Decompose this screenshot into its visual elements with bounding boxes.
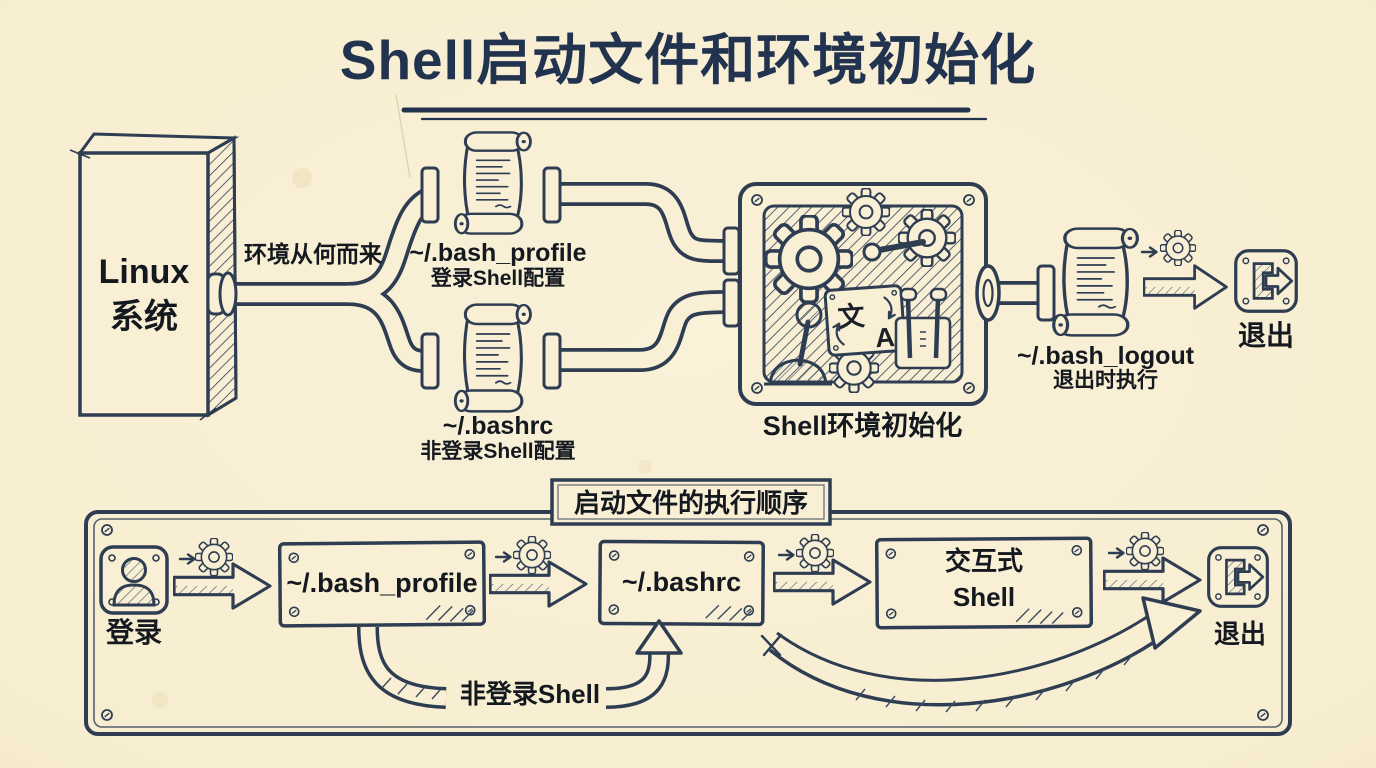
step3-label-line1: 交互式 [944, 546, 1023, 576]
bypass-path [357, 619, 683, 709]
joystick-icon [764, 301, 832, 386]
step-box-interactive-shell [874, 536, 1094, 630]
panel-title: 启动文件的执行顺序 [573, 488, 808, 518]
box-nozzle [206, 271, 238, 317]
step-box-bash-profile [277, 540, 487, 628]
translate-icon: 文 A [823, 284, 907, 357]
skip-arrow [760, 596, 1202, 713]
bash-profile-file-label: ~/.bash_profile [409, 239, 587, 267]
gear-icon [842, 188, 890, 236]
step1-label: ~/.bash_profile [286, 568, 478, 598]
flow-arrow [1103, 556, 1202, 604]
gear-icon [1126, 532, 1164, 570]
pipe-source-label: 环境从何而来 [244, 241, 382, 267]
linux-label-line2: 系统 [110, 297, 178, 336]
panel-title-box [550, 478, 832, 526]
bash-profile-desc-label: 登录Shell配置 [430, 267, 566, 290]
scroll-icon-bash-logout [1052, 226, 1140, 338]
login-label: 登录 [105, 617, 162, 648]
screw-icon [1257, 709, 1269, 721]
flow-arrow [489, 560, 588, 608]
shell-init-machine: 文 A [738, 182, 1001, 406]
gear-icon [1160, 230, 1196, 266]
arrow-icon [777, 549, 795, 561]
exit-bottom-label: 退出 [1213, 619, 1266, 649]
svg-text:文: 文 [837, 300, 867, 333]
svg-text:A: A [874, 322, 896, 353]
machine-label: Shell环境初始化 [762, 411, 963, 441]
screw-icon [963, 382, 975, 394]
page-title: Shell启动文件和环境初始化 [339, 29, 1037, 91]
gear-icon [513, 536, 551, 574]
screw-icon [101, 709, 113, 721]
exit-icon [1207, 546, 1269, 608]
screw-icon [101, 524, 113, 536]
step3-label: 交互式 Shell [879, 544, 1089, 616]
exit-top-label: 退出 [1237, 320, 1294, 351]
screw-icon [751, 194, 763, 206]
step2-label: ~/.bashrc [621, 567, 742, 597]
crank-rod [871, 239, 926, 254]
screw-icon [963, 194, 975, 206]
exit-icon [1234, 249, 1298, 313]
bottom-panel [84, 478, 1292, 736]
flow-arrow [1143, 264, 1228, 310]
screw-icon [751, 382, 763, 394]
arrow-icon [178, 553, 196, 565]
bypass-label: 非登录Shell [459, 679, 601, 709]
arrow-icon [1107, 547, 1125, 559]
step3-label-line2: Shell [952, 581, 1016, 612]
env-pipes [232, 182, 1040, 374]
lever-switches-icon [894, 287, 952, 370]
gear-icon [898, 209, 956, 267]
screw-icon [1257, 524, 1269, 536]
arrow-icon [1140, 246, 1158, 258]
bash-logout-file-label: ~/.bash_logout [1016, 342, 1195, 370]
bashrc-file-label: ~/.bashrc [442, 412, 554, 440]
scroll-icon-bashrc [453, 303, 532, 413]
step-box-bashrc [597, 539, 766, 627]
pipe-flanges [420, 166, 1056, 390]
scroll-icon-bash-profile [453, 130, 532, 236]
flow-arrow [773, 558, 872, 606]
gear-icon [796, 534, 834, 572]
outlet-port [975, 264, 1001, 322]
login-user-icon [99, 545, 169, 615]
linux-label-line1: Linux [98, 253, 190, 291]
arrow-icon [494, 551, 512, 563]
bash-logout-desc-label: 退出时执行 [1053, 369, 1158, 392]
bashrc-desc-label: 非登录Shell配置 [420, 440, 576, 463]
bypass-arrowhead [635, 619, 683, 655]
crank-knob [862, 242, 882, 262]
linux-box-label: Linux 系统 [80, 250, 208, 340]
title-underline [401, 107, 988, 121]
gear-icon [195, 538, 233, 576]
